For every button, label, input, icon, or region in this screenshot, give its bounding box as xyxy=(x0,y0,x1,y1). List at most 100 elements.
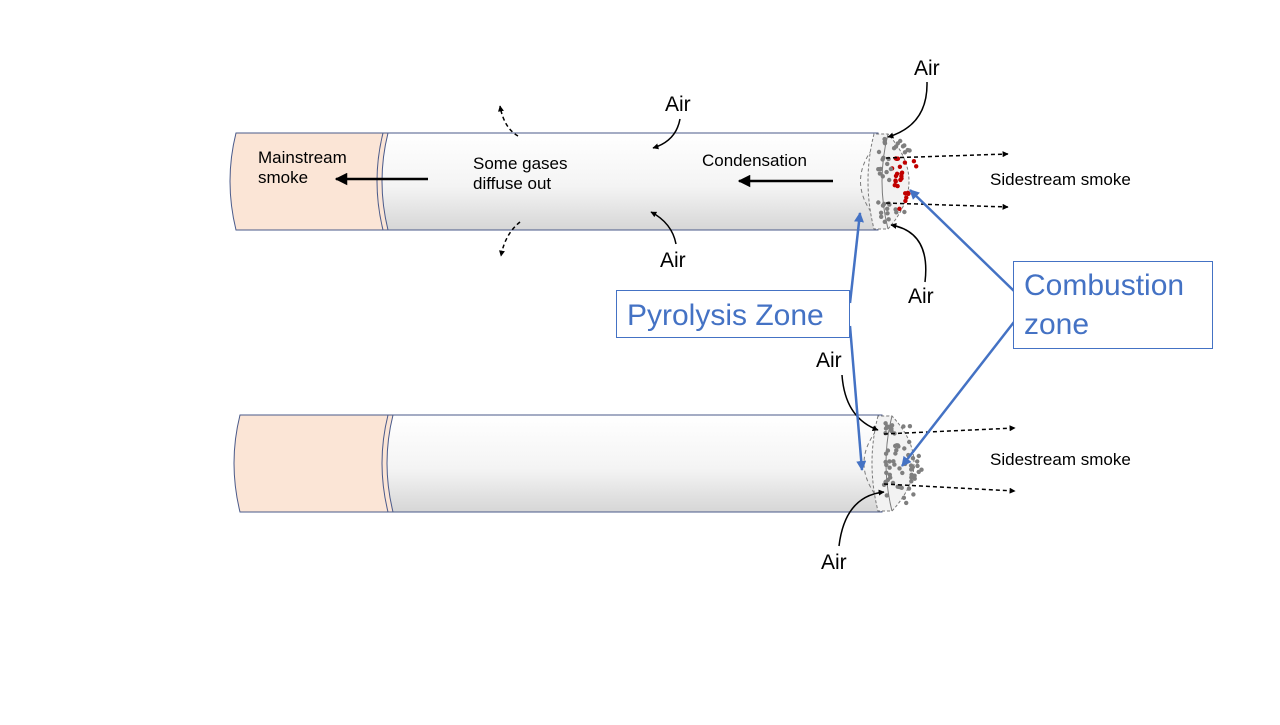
ash-particle xyxy=(910,456,916,461)
ash-particle xyxy=(886,424,892,430)
ash-particle xyxy=(885,448,891,453)
ash-particle xyxy=(881,155,886,160)
bottom-filter xyxy=(233,414,396,513)
pyrolysis-zone-callout: Pyrolysis Zone xyxy=(616,290,850,338)
pyrolysis-leader-bottom xyxy=(848,325,867,471)
ash-particle xyxy=(910,464,915,470)
ash-particle xyxy=(894,443,899,448)
hot-particle xyxy=(893,178,898,183)
ash-particle xyxy=(916,453,921,459)
top-arrows xyxy=(334,81,1009,283)
hot-particle xyxy=(911,159,917,164)
sidestream-arrow-top-1 xyxy=(885,151,1009,159)
ash-particle xyxy=(897,484,902,490)
top-cigarette xyxy=(229,132,919,231)
diffuse-out-arrow-up xyxy=(498,105,519,137)
ash-particle xyxy=(891,459,896,464)
sidestream-smoke-label-top: Sidestream smoke xyxy=(990,170,1131,189)
bottom-paper xyxy=(386,414,883,513)
ash-particle xyxy=(886,217,891,222)
ash-particle xyxy=(885,211,890,216)
ash-particle xyxy=(887,472,892,477)
ash-particle xyxy=(897,466,902,471)
hot-particle xyxy=(903,198,908,204)
sidestream-arrow-bottom-1 xyxy=(883,425,1016,435)
ash-particle xyxy=(907,148,912,153)
ash-particle xyxy=(912,473,917,478)
hot-particle xyxy=(899,170,905,175)
ash-particle xyxy=(880,203,886,208)
hot-particle xyxy=(905,190,911,195)
ash-particle xyxy=(902,446,907,451)
ash-particle xyxy=(876,200,881,205)
some-gases-diffuse-label: Some gases diffuse out xyxy=(473,154,568,194)
air-label-bottom-cig-top: Air xyxy=(816,349,842,372)
ash-particle xyxy=(904,500,909,506)
air-inflow-arrow-tip-top xyxy=(887,81,928,139)
ash-particle xyxy=(911,492,916,497)
ash-particle xyxy=(876,149,882,155)
ash-particle xyxy=(878,210,884,215)
ash-particle xyxy=(891,146,897,151)
diffuse-out-arrow-down xyxy=(499,221,521,257)
ash-particle xyxy=(879,214,884,219)
air-label-bottom-cig-bottom: Air xyxy=(821,551,847,574)
ash-particle xyxy=(902,209,907,215)
ash-particle xyxy=(883,479,888,485)
ash-particle xyxy=(884,462,889,468)
ash-particle xyxy=(892,462,897,467)
combustion-zone-callout: Combustion zone xyxy=(1013,261,1213,349)
hot-particle xyxy=(914,164,919,169)
ash-particle xyxy=(880,174,885,179)
hot-particle xyxy=(897,206,902,211)
ash-particle xyxy=(906,486,912,491)
ash-particle xyxy=(888,166,894,172)
air-label-bottom-left: Air xyxy=(660,249,686,272)
ash-particle xyxy=(885,206,890,211)
top-filter-seam xyxy=(376,132,384,231)
air-inflow-arrow-top-left xyxy=(652,118,681,150)
ash-particle xyxy=(884,169,889,175)
mainstream-smoke-label: Mainstream smoke xyxy=(258,148,347,188)
ash-particle xyxy=(878,166,883,172)
sidestream-arrow-top-2 xyxy=(885,202,1009,210)
ash-particle xyxy=(895,141,900,146)
sidestream-smoke-label-bottom: Sidestream smoke xyxy=(990,450,1131,469)
air-inflow-arrow-bottom-tip-bottom xyxy=(838,489,885,547)
ash-particle xyxy=(887,459,892,464)
combustion-leader-top xyxy=(909,189,1015,292)
hot-particle xyxy=(899,176,904,181)
hot-particle xyxy=(897,164,903,169)
sidestream-arrow-bottom-2 xyxy=(883,483,1016,494)
ash-particle xyxy=(907,439,912,445)
combustion-leader-bottom xyxy=(901,321,1015,467)
ash-particle xyxy=(893,451,898,456)
top-paper xyxy=(381,132,879,231)
ash-particle xyxy=(901,424,906,429)
air-label-top-left: Air xyxy=(665,93,691,116)
hot-particle xyxy=(894,171,900,176)
air-inflow-arrow-tip-bottom xyxy=(890,222,927,283)
top-filter xyxy=(229,132,391,231)
ash-particle xyxy=(882,136,887,142)
ash-particle xyxy=(894,210,899,215)
air-inflow-arrow-bottom-left xyxy=(650,211,677,245)
ash-particle xyxy=(887,465,892,470)
callout-leaders xyxy=(848,189,1015,471)
air-label-tip-bottom: Air xyxy=(908,285,934,308)
ash-particle xyxy=(909,479,914,484)
ash-particle xyxy=(889,428,894,434)
ash-particle xyxy=(901,495,907,500)
hot-particle xyxy=(892,183,897,188)
ash-particle xyxy=(885,161,890,167)
pyrolysis-leader-top xyxy=(848,212,864,304)
hot-particle xyxy=(902,160,908,165)
ash-particle xyxy=(884,470,889,475)
air-inflow-arrow-bottom-tip-top xyxy=(841,374,879,431)
ash-particle xyxy=(919,467,924,472)
ash-particle xyxy=(915,459,920,464)
ash-particle xyxy=(887,177,892,183)
ash-particle xyxy=(900,144,906,149)
